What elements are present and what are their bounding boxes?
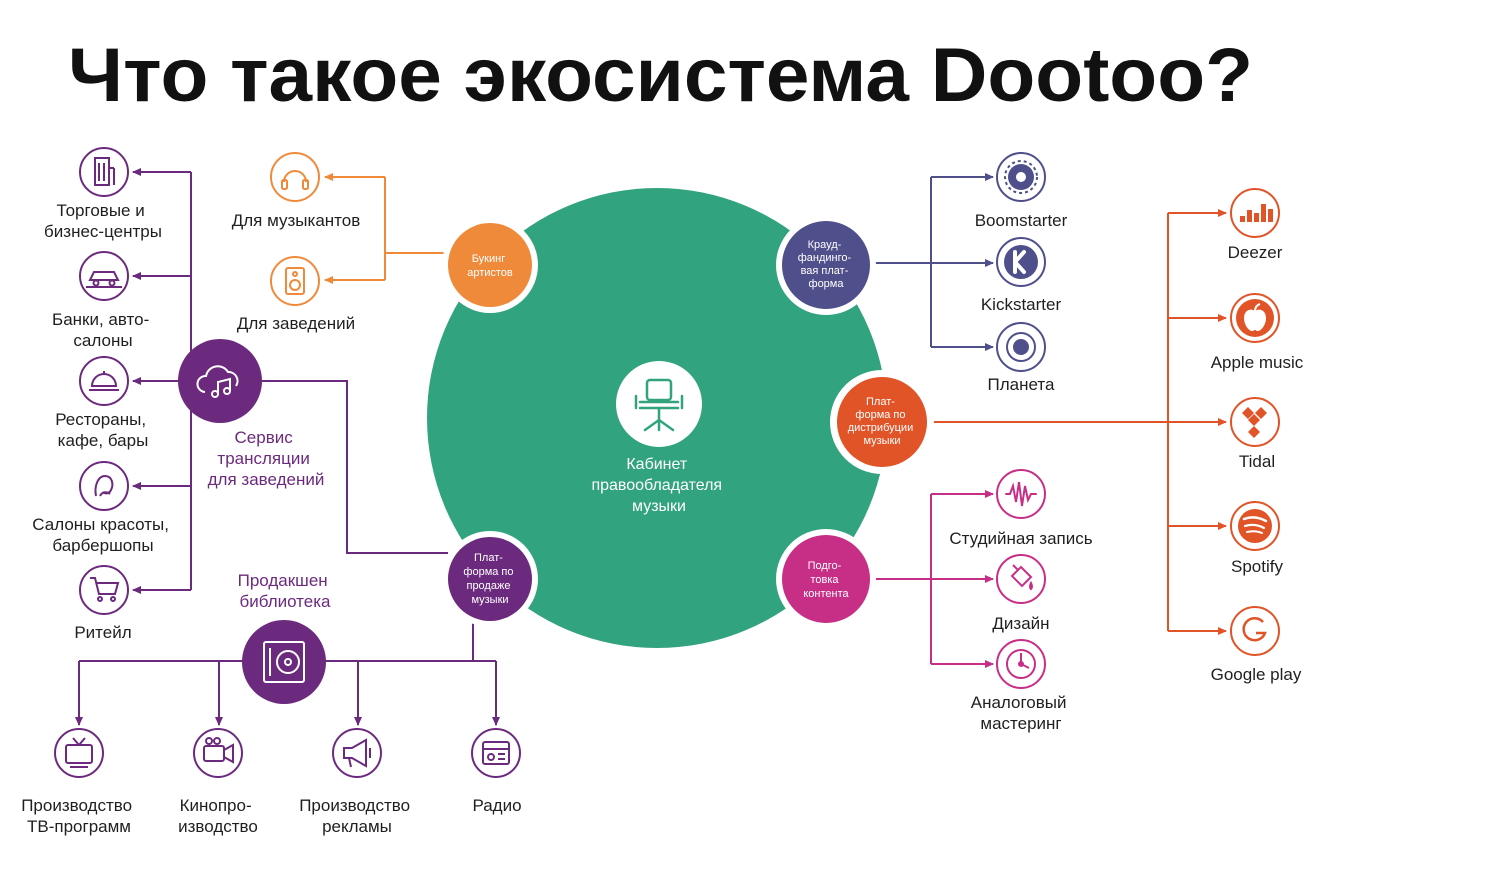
distribution-item-spotify[interactable]: Spotify [1230, 501, 1283, 576]
crowdfunding-item-boomstarter[interactable]: Boomstarter [975, 152, 1068, 230]
content-item-design[interactable]: Дизайн [992, 554, 1050, 633]
crowdfunding-connectors [870, 173, 994, 351]
distribution-item-apple-music[interactable]: Apple music [1211, 293, 1304, 372]
distribution-connectors [930, 209, 1227, 635]
venue-item-label: Торговые и бизнес-центры [44, 201, 162, 241]
distribution-item-label: Apple music [1211, 353, 1304, 372]
production-library[interactable] [242, 620, 326, 704]
content-item-label: Студийная запись [949, 529, 1092, 548]
distribution-item-label: Tidal [1239, 452, 1275, 471]
venue-item-banks[interactable]: Банки, авто- салоны [52, 251, 154, 350]
venue-item-retail[interactable]: Ритейл [74, 565, 132, 642]
hub-booking-label: Букинг артистов [467, 253, 513, 279]
music-library-icon [263, 641, 305, 683]
booking-connectors [324, 173, 448, 284]
apple-icon [1236, 299, 1274, 337]
distribution-item-google-play[interactable]: Google play [1211, 606, 1302, 684]
crowdfunding-item-label: Планета [988, 375, 1055, 394]
distribution-item-label: Deezer [1228, 243, 1283, 262]
hub-crowdfunding-label: Крауд- фандинго- вая плат- форма [798, 239, 855, 290]
office-chair-icon [634, 378, 684, 432]
center-label: Кабинет правообладателя музыки [591, 456, 726, 515]
venue-item-business-centers[interactable]: Торговые и бизнес-центры [44, 147, 162, 241]
shopping-cart-icon [90, 577, 120, 602]
production-item-ads[interactable]: Производство рекламы [299, 728, 415, 836]
booking-item-musicians[interactable]: Для музыкантов [232, 152, 361, 230]
content-item-studio[interactable]: Студийная запись [949, 469, 1093, 548]
distribution-item-tidal[interactable]: Tidal [1230, 397, 1280, 471]
production-item-label: Производство ТВ-программ [21, 796, 137, 836]
headphones-icon [281, 170, 309, 190]
production-item-label: Радио [472, 796, 521, 815]
streaming-service-label: Сервис трансляции для заведений [208, 428, 325, 489]
booking-item-label: Для музыкантов [232, 211, 361, 230]
center-icon-badge [616, 361, 702, 447]
center-node: Кабинет правообладателя музыки [427, 188, 887, 648]
cloche-icon [89, 371, 119, 391]
distribution-item-label: Spotify [1231, 557, 1283, 576]
building-icon [94, 157, 115, 186]
beauty-salon-icon [94, 474, 114, 497]
streaming-service[interactable] [178, 339, 262, 423]
hub-booking[interactable]: Букинг артистов [442, 217, 538, 313]
boomstarter-icon [1004, 160, 1038, 194]
venue-item-beauty-salons[interactable]: Салоны красоты, барбершопы [32, 461, 173, 555]
venue-item-label: Банки, авто- салоны [52, 310, 154, 350]
paint-bucket-icon [1010, 564, 1033, 591]
tv-icon [65, 737, 93, 768]
planeta-icon [1006, 332, 1036, 362]
production-item-film[interactable]: Кинопро- изводство [178, 728, 258, 836]
page-title: Что такое экосистема Dootoo? [68, 33, 1253, 118]
production-item-label: Кинопро- изводство [178, 796, 258, 836]
production-item-radio[interactable]: Радио [471, 728, 522, 815]
crowdfunding-item-label: Boomstarter [975, 211, 1068, 230]
google-play-icon [1242, 617, 1267, 642]
cloud-music-icon [196, 365, 239, 398]
video-camera-icon [203, 737, 234, 764]
distribution-item-deezer[interactable]: Deezer [1228, 188, 1283, 262]
hub-distribution-label: Плат- форма по дистрибуции музыки [848, 396, 917, 447]
booking-item-label: Для заведений [237, 314, 355, 333]
spotify-icon [1238, 509, 1272, 543]
production-library-label: Продакшен библиотека [238, 571, 333, 611]
crowdfunding-item-planeta[interactable]: Планета [988, 322, 1055, 394]
content-item-label: Дизайн [992, 614, 1049, 633]
hub-sales-label: Плат- форма по продаже музыки [463, 552, 516, 606]
tidal-icon [1242, 407, 1267, 438]
speaker-icon [285, 267, 305, 295]
production-item-label: Производство рекламы [299, 796, 415, 836]
hub-content[interactable]: Подго- товка контента [776, 529, 876, 629]
radio-icon [482, 741, 510, 765]
megaphone-icon [343, 738, 371, 768]
kickstarter-icon [1004, 245, 1038, 279]
venue-item-label: Рестораны, кафе, бары [55, 410, 151, 450]
crowdfunding-item-kickstarter[interactable]: Kickstarter [981, 237, 1062, 314]
hub-crowdfunding[interactable]: Крауд- фандинго- вая плат- форма [776, 215, 876, 315]
crowdfunding-item-label: Kickstarter [981, 295, 1062, 314]
hub-content-label: Подго- товка контента [803, 560, 849, 600]
content-connectors [870, 490, 994, 668]
content-item-label: Аналоговый мастеринг [971, 693, 1072, 733]
venue-item-label: Ритейл [74, 623, 131, 642]
hub-sales[interactable]: Плат- форма по продаже музыки [442, 531, 538, 627]
car-icon [86, 271, 122, 288]
venue-item-label: Салоны красоты, барбершопы [32, 515, 173, 555]
production-item-tv[interactable]: Производство ТВ-программ [21, 728, 137, 836]
deezer-icon [1240, 204, 1273, 222]
distribution-item-label: Google play [1211, 665, 1302, 684]
booking-item-venues[interactable]: Для заведений [237, 256, 355, 333]
hub-distribution[interactable]: Плат- форма по дистрибуции музыки [830, 370, 934, 474]
sound-wave-icon [1005, 481, 1037, 507]
gauge-icon [1006, 649, 1036, 679]
content-item-mastering[interactable]: Аналоговый мастеринг [971, 639, 1072, 733]
venue-item-restaurants[interactable]: Рестораны, кафе, бары [55, 356, 151, 450]
